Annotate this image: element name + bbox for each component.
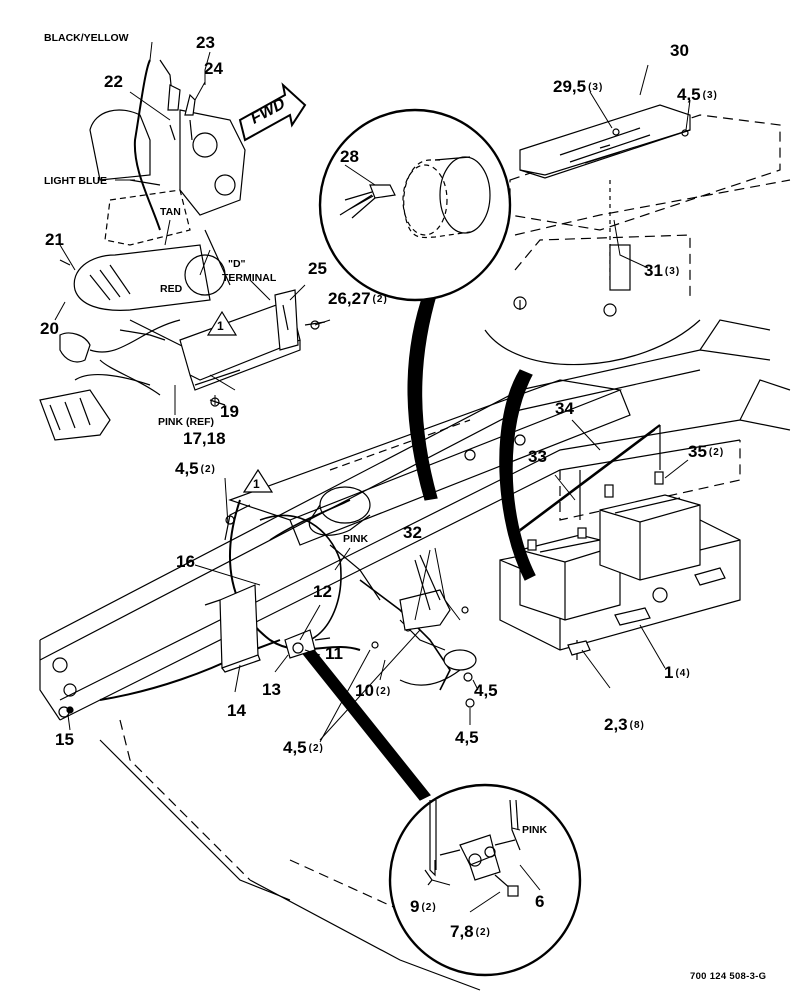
callout-6: 6 bbox=[535, 892, 545, 911]
filter-detail-circle bbox=[318, 108, 512, 302]
callout-10: 10(2) bbox=[355, 681, 392, 700]
callout-23: 23 bbox=[196, 33, 215, 52]
wiring-harness bbox=[99, 486, 477, 708]
callout-32: 32 bbox=[403, 523, 422, 542]
drawing-number: 700 124 508-3-G bbox=[690, 971, 767, 982]
wire-label-d-terminal: TERMINAL bbox=[222, 272, 277, 284]
callout-30: 30 bbox=[670, 41, 689, 60]
callout-24: 24 bbox=[204, 59, 223, 78]
callout-4-5-mid: 4,5 bbox=[474, 681, 498, 700]
callout-15: 15 bbox=[55, 730, 74, 749]
callout-34: 34 bbox=[555, 399, 574, 418]
note-flag-1: 1 bbox=[217, 319, 224, 333]
leader-battery bbox=[499, 369, 536, 581]
callout-14: 14 bbox=[227, 701, 246, 720]
note-flag-triangle-1 bbox=[206, 310, 238, 336]
callout-12: 12 bbox=[313, 582, 332, 601]
battery-cover-detail bbox=[509, 104, 791, 317]
callout-21: 21 bbox=[45, 230, 64, 249]
callout-13: 13 bbox=[262, 680, 281, 699]
callout-31: 31(3) bbox=[644, 261, 681, 280]
wire-label-pink: PINK bbox=[343, 533, 369, 545]
wire-label-pink-ref: PINK (REF) bbox=[158, 416, 214, 428]
callout-22: 22 bbox=[104, 72, 123, 91]
callout-1: 1(4) bbox=[664, 663, 691, 682]
callout-17-18: 17,18 bbox=[183, 429, 226, 448]
callout-25: 25 bbox=[308, 259, 327, 278]
callout-33: 33 bbox=[528, 447, 547, 466]
callout-4-5-low: 4,5 bbox=[455, 728, 479, 747]
battery-assembly bbox=[499, 424, 741, 660]
wire-label-red: RED bbox=[160, 283, 183, 295]
wire-label-black-yellow: BLACK/YELLOW bbox=[44, 32, 129, 44]
leader-relay bbox=[299, 644, 431, 801]
wire-label-d-terminal-quote: "D" bbox=[228, 258, 246, 270]
callout-2-3: 2,3(8) bbox=[604, 715, 645, 734]
callout-19: 19 bbox=[220, 402, 239, 421]
callout-11: 11 bbox=[325, 644, 343, 663]
callout-20: 20 bbox=[40, 319, 59, 338]
callout-26-27: 26,27(2) bbox=[328, 289, 388, 308]
callout-4-5-left: 4,5(2) bbox=[175, 459, 216, 478]
forward-arrow bbox=[238, 82, 307, 142]
wire-label-light-blue: LIGHT BLUE bbox=[44, 175, 107, 187]
detail-outline-top-right bbox=[484, 319, 701, 366]
callout-29-5: 29,5(3) bbox=[553, 77, 604, 96]
wire-label-tan: TAN bbox=[160, 206, 181, 218]
leader-lines bbox=[54, 41, 691, 913]
callout-35: 35(2) bbox=[688, 442, 725, 461]
callout-28: 28 bbox=[340, 147, 359, 166]
note-flag-triangle-2 bbox=[242, 468, 274, 493]
callout-16: 16 bbox=[176, 552, 195, 571]
callout-7-8: 7,8(2) bbox=[450, 922, 491, 941]
callout-9: 9(2) bbox=[410, 897, 437, 916]
relay-detail-circle bbox=[388, 783, 582, 977]
callout-4-5-bottom: 4,5(2) bbox=[283, 738, 324, 757]
callout-4-5-top: 4,5(3) bbox=[677, 85, 718, 104]
leader-filter bbox=[407, 289, 438, 501]
engine-alternator bbox=[39, 59, 326, 441]
wire-label-pink-detail: PINK bbox=[522, 824, 548, 836]
note-flag-2: 1 bbox=[253, 477, 260, 491]
